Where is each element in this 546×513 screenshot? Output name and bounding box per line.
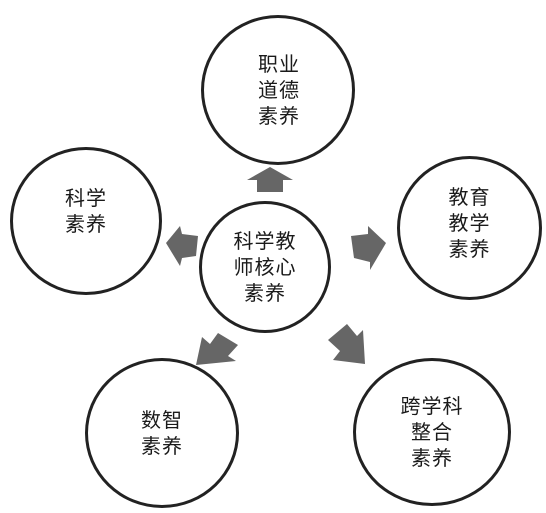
arrow-to-bottom-right: [328, 324, 365, 364]
center-label-line: 科学教: [233, 229, 297, 253]
node-education-teaching: 教育 教学 素养: [397, 156, 542, 300]
node-label-line: 跨学科: [400, 394, 464, 418]
node-label-line: 数智: [141, 408, 183, 432]
arrow-to-right: [351, 226, 386, 270]
node-professional-ethics: 职业 道德 素养: [201, 15, 355, 165]
node-label-line: 教学: [448, 211, 491, 235]
center-label-line: 素养: [244, 281, 286, 305]
node-label-line: 道德: [258, 78, 300, 102]
node-label-line: 素养: [411, 446, 453, 470]
node-label-line: 科学: [65, 186, 107, 210]
node-scientific-literacy: 科学 素养: [10, 147, 162, 295]
node-center-core-literacy: 科学教 师核心 素养: [199, 201, 331, 333]
node-label-line: 整合: [411, 420, 453, 444]
node-label-line: 素养: [141, 434, 183, 458]
arrow-to-bottom-left: [196, 333, 238, 365]
node-interdisciplinary-integration: 跨学科 整合 素养: [353, 358, 511, 506]
node-label-line: 教育: [448, 185, 491, 209]
arrow-to-top: [247, 167, 293, 192]
node-label-line: 职业: [258, 52, 300, 76]
arrow-to-left: [166, 226, 198, 266]
node-label-line: 素养: [258, 104, 300, 128]
node-label-line: 素养: [65, 212, 107, 236]
node-digital-intelligence: 数智 素养: [85, 358, 239, 508]
center-label-line: 师核心: [233, 255, 297, 279]
node-label-line: 素养: [448, 237, 491, 261]
